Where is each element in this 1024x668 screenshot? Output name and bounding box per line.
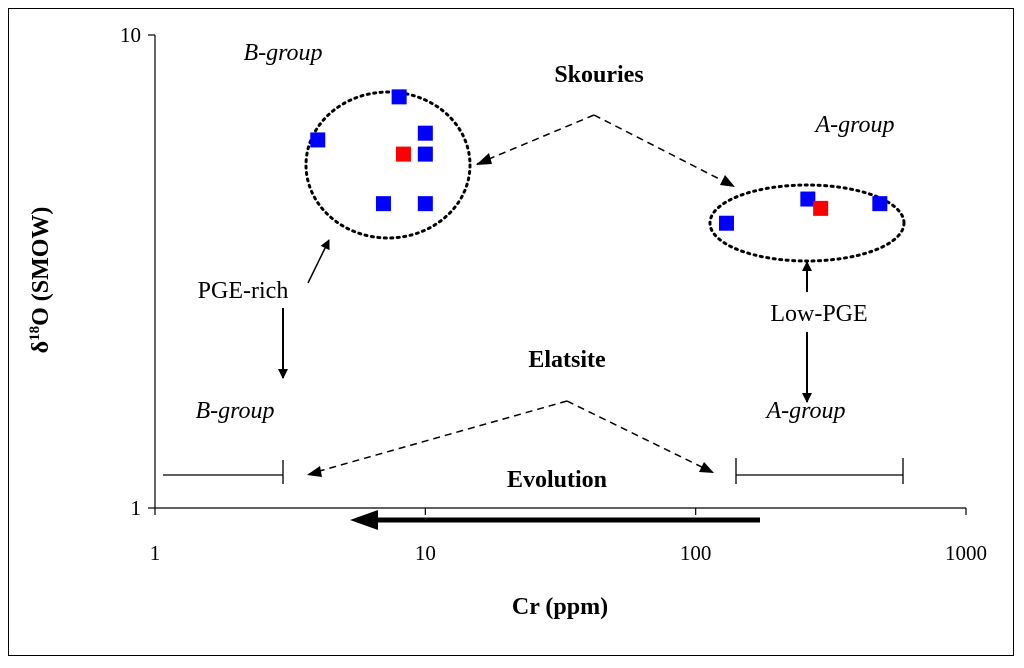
- data-point-square: [718, 215, 734, 231]
- data-point-square: [391, 89, 407, 105]
- y-axis-label-main: δ: [28, 341, 54, 353]
- a-group-top-label: A-group: [813, 112, 894, 138]
- skouries-b-group-ellipse: [304, 90, 472, 240]
- data-point-square: [395, 146, 411, 162]
- x-tick-label: 10: [415, 541, 436, 565]
- y-tick-label: 1: [131, 496, 142, 520]
- pge-rich-label-bg: [180, 274, 306, 304]
- a-group-range-bracket: [735, 458, 904, 484]
- y-axis-label: δ18O (SMOW): [27, 207, 54, 354]
- b-group-bottom-label: B-group: [195, 398, 274, 424]
- elatsite-arrowhead-left: [307, 466, 322, 477]
- pge-rich-label: PGE-rich: [198, 278, 289, 304]
- pge-rich-arrow-up: [307, 239, 330, 284]
- evolution-arrowhead: [350, 510, 378, 530]
- figure-frame: [8, 8, 1014, 656]
- data-point-square: [375, 196, 391, 212]
- elatsite-label: Elatsite: [528, 347, 606, 373]
- x-axis-label: Cr (ppm): [512, 594, 608, 620]
- b-group-range-bracket: [163, 460, 284, 484]
- skouries-dashed-arrow: [476, 114, 734, 187]
- y-axis-label-sup: 18: [27, 326, 43, 341]
- evolution-label: Evolution: [507, 467, 607, 493]
- elatsite-dashed-arrow: [308, 400, 713, 475]
- x-tick-label: 1: [150, 541, 161, 565]
- data-point-square: [800, 191, 816, 207]
- data-point-square: [417, 125, 433, 141]
- axis-tick-labels: 1 10 100 1000 1 10: [120, 23, 987, 565]
- low-pge-label-bg: [752, 297, 886, 327]
- axis-ticks: [148, 34, 967, 515]
- data-point-square: [813, 200, 829, 216]
- x-tick-label: 100: [680, 541, 712, 565]
- data-point-square: [872, 196, 888, 212]
- y-tick-label: 10: [120, 23, 141, 47]
- y-axis-label-rest: O (SMOW): [28, 207, 54, 326]
- skouries-arrowhead-right: [720, 175, 735, 187]
- x-tick-label: 1000: [945, 541, 987, 565]
- data-point-square: [310, 132, 326, 148]
- data-point-square: [417, 146, 433, 162]
- data-points: [310, 89, 888, 231]
- low-pge-label: Low-PGE: [770, 301, 867, 327]
- a-group-bottom-label: A-group: [764, 398, 845, 424]
- elatsite-arrowhead-right: [699, 462, 714, 473]
- skouries-label: Skouries: [554, 62, 643, 88]
- data-point-square: [417, 196, 433, 212]
- skouries-arrowhead-left: [476, 153, 492, 165]
- b-group-top-label: B-group: [243, 40, 322, 66]
